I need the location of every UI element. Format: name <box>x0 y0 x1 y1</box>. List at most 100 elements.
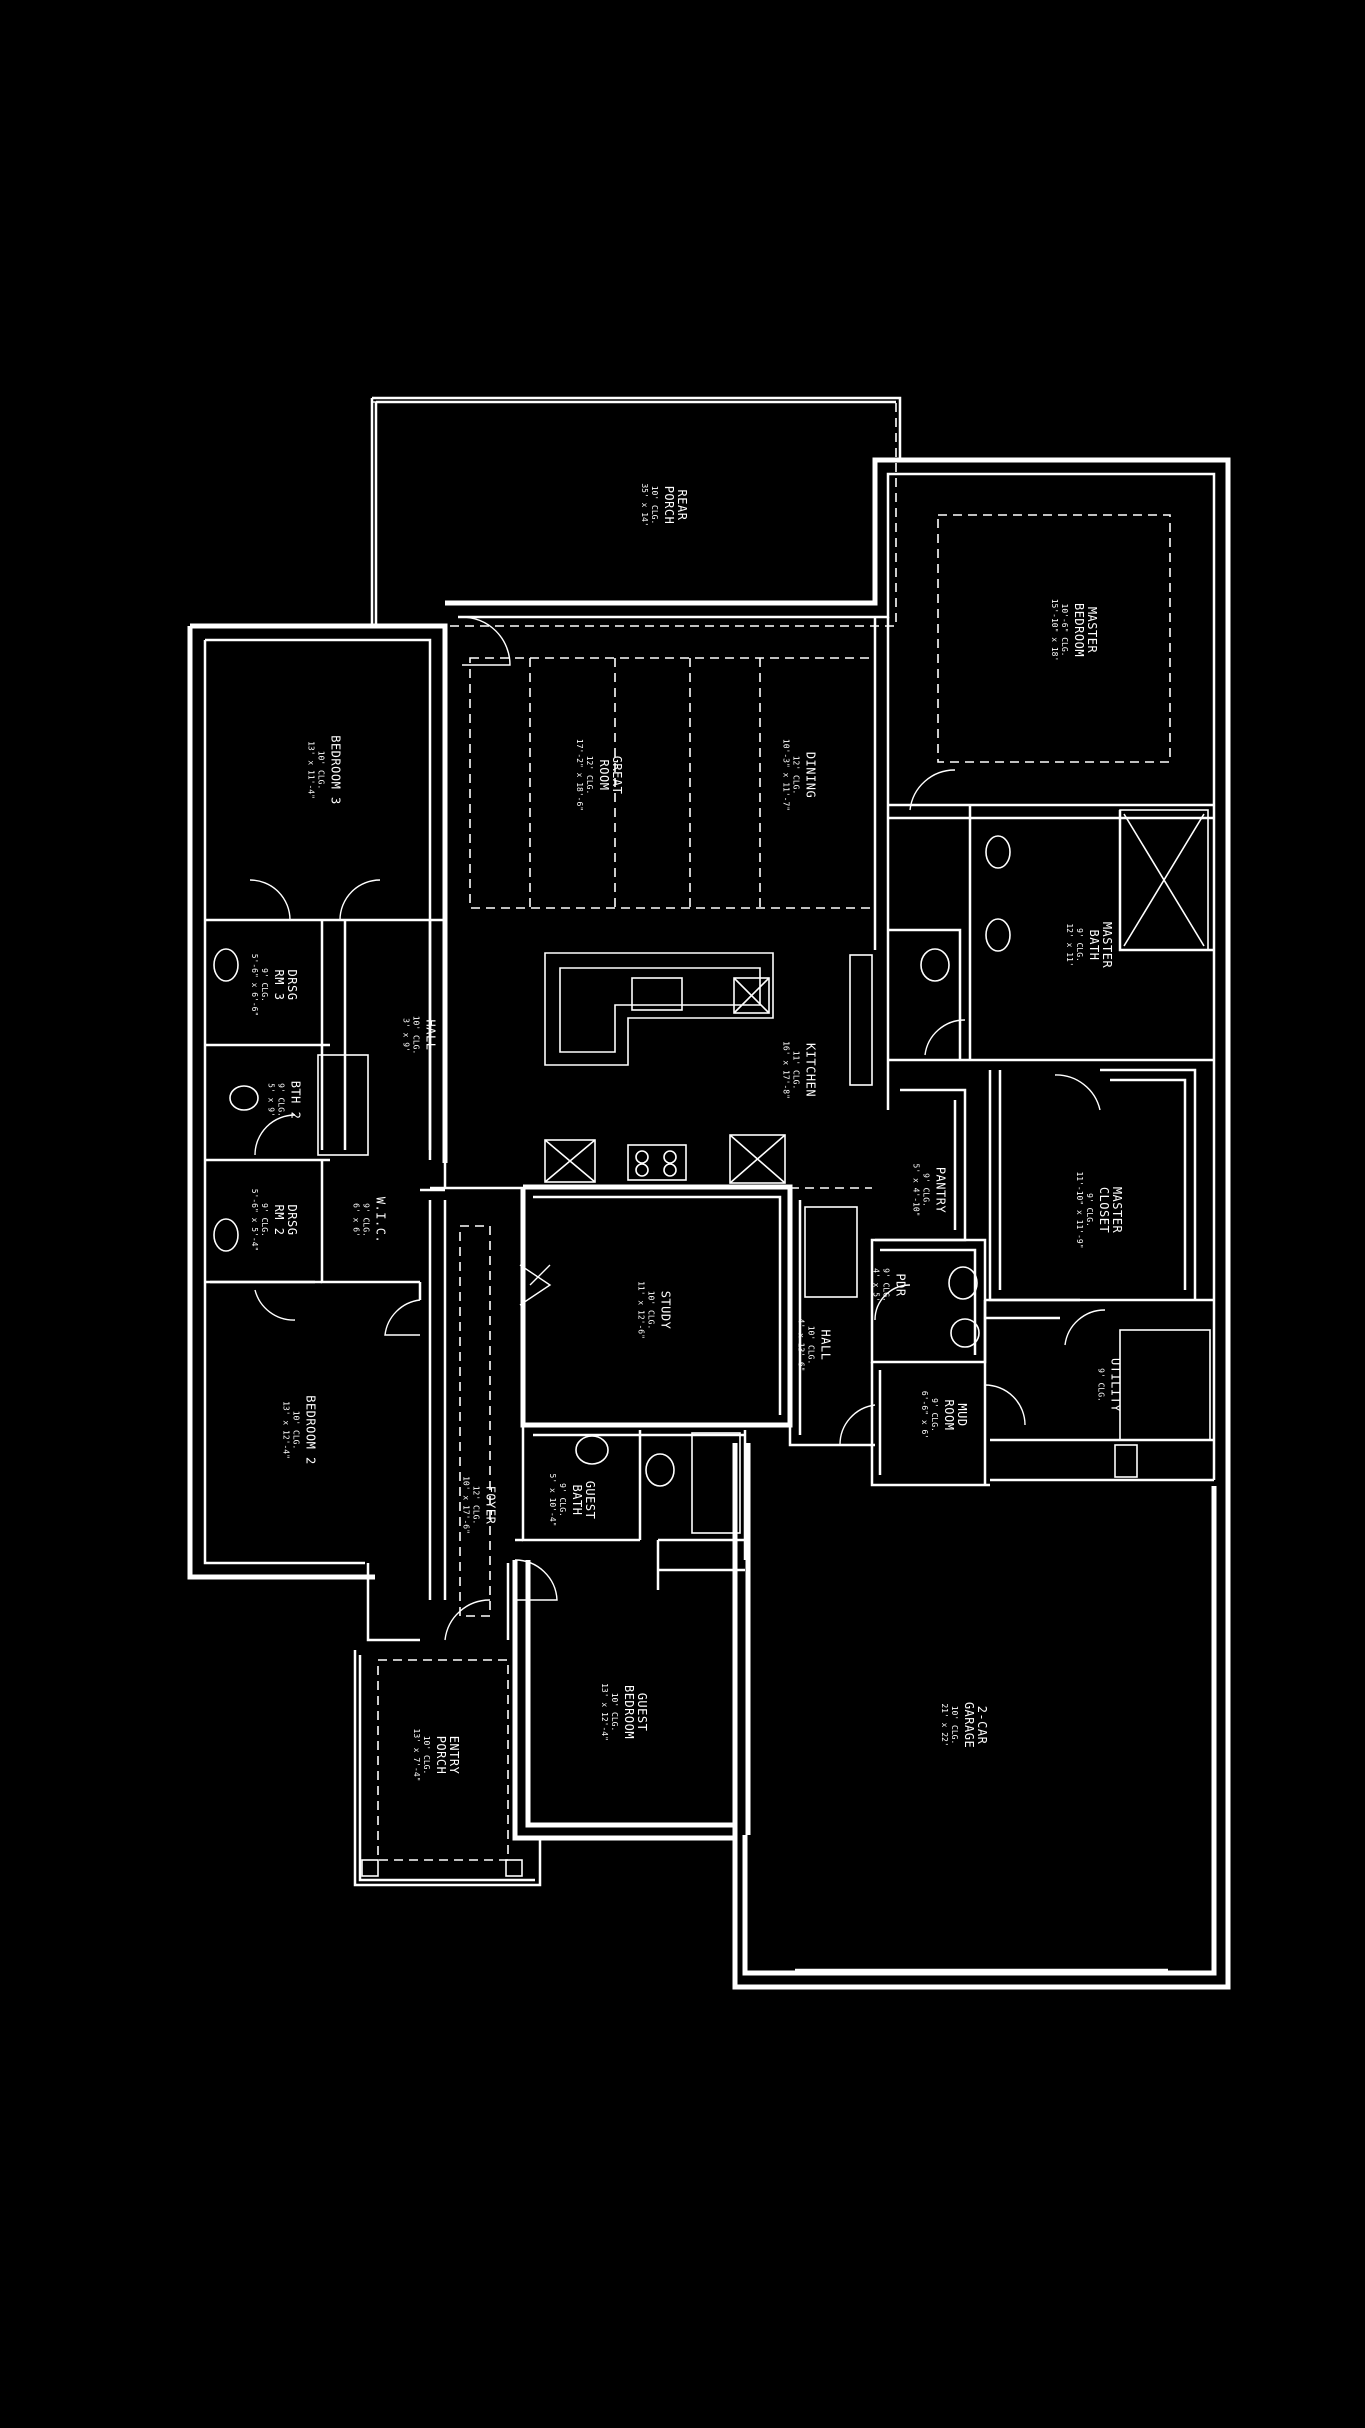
master-bath-walls <box>888 805 1214 1062</box>
room-dimension: 11' CLG. <box>792 1051 801 1090</box>
room-dimension: 9' CLG. <box>1075 928 1084 962</box>
door-study <box>519 1264 552 1306</box>
room-dimension: 5' x 4'-10" <box>912 1164 921 1217</box>
room-dimension: 10' CLG. <box>650 486 659 525</box>
room-dimension: 10' x 17'-6" <box>462 1476 471 1534</box>
master-sink-1 <box>985 835 1011 869</box>
room-dimension: 9' CLG. <box>1097 1368 1106 1402</box>
doors <box>249 616 1106 1641</box>
fridge <box>544 1139 596 1183</box>
room-dimension: 12' CLG. <box>792 756 801 795</box>
room-name: GUEST <box>635 1693 649 1732</box>
mud-room-walls <box>870 1362 990 1487</box>
room-dimension: 9' CLG. <box>260 968 269 1002</box>
room-dimension: 11' x 12'-6" <box>637 1281 646 1339</box>
room-dimension: 9' CLG. <box>362 1203 371 1237</box>
wall-garage <box>732 1486 1231 1990</box>
room-name: STUDY <box>659 1291 673 1330</box>
room-name: PANTRY <box>934 1167 948 1214</box>
door-bedroom2 <box>384 1299 421 1336</box>
room-name: GUEST <box>583 1481 597 1520</box>
room-dimension: 10'-3" x 11'-7" <box>782 739 791 811</box>
room-name: MUD <box>955 1403 969 1426</box>
room-name: ENTRY <box>447 1736 461 1775</box>
room-dimension: 9' CLG. <box>882 1268 891 1302</box>
room-dimension: 10' CLG. <box>412 1016 421 1055</box>
room-dimension: 9' CLG. <box>930 1398 939 1432</box>
room-dimension: 16' x 17'-8" <box>782 1041 791 1099</box>
rear-porch-dash <box>371 401 897 627</box>
master-closet-walls <box>988 1068 1197 1302</box>
room-dimension: 13' x 7'-4" <box>412 1729 421 1782</box>
burner-4 <box>663 1163 677 1177</box>
hall-partition <box>343 920 432 1150</box>
burner-1 <box>635 1150 649 1164</box>
room-dimension: 4' x 13'-6" <box>797 1319 806 1372</box>
study-inner <box>533 1195 782 1415</box>
door-entry <box>444 1599 491 1641</box>
kitchen-sink <box>631 977 683 1011</box>
room-name: HALL <box>819 1330 833 1361</box>
room-dimension: 13' x 12'-4" <box>282 1401 291 1459</box>
great-room-ceiling <box>469 657 876 909</box>
room-label-wic: W.I.C.9' CLG.6' x 6' <box>352 1197 388 1243</box>
room-name: GARAGE <box>962 1702 976 1748</box>
room-name: RM 2 <box>272 1205 286 1236</box>
room-dimension: 5' x 9' <box>267 1083 276 1117</box>
oven-x <box>729 1134 786 1184</box>
utility-walls <box>983 1298 1214 1485</box>
room-name: UTILITY <box>1109 1358 1123 1412</box>
sink-drsg2-1 <box>213 1218 239 1252</box>
wall-left-wing <box>187 623 448 1580</box>
room-name: MASTER <box>1100 922 1114 969</box>
room-dimension: 10'-6" CLG. <box>1060 604 1069 657</box>
room-dimension: 9' CLG. <box>558 1483 567 1517</box>
master-sink-2 <box>985 918 1011 952</box>
room-name: BEDROOM 3 <box>329 735 343 805</box>
porch-column-left <box>361 1859 379 1877</box>
room-name: GREAT <box>610 756 624 795</box>
foyer-walls <box>428 1186 523 1600</box>
rear-porch-outline <box>370 396 902 626</box>
entry-porch-dash <box>377 1659 509 1861</box>
door-hall2 <box>839 1404 876 1446</box>
kitchen-divider <box>443 950 890 1188</box>
door-mud <box>984 1384 1026 1426</box>
room-name: FOYER <box>484 1486 498 1525</box>
door-master-bath-wc <box>924 1019 966 1056</box>
room-name: 2-CAR <box>975 1706 989 1745</box>
door-rear <box>461 616 511 666</box>
room-dimension: 5' x 10'-4" <box>548 1474 557 1527</box>
hall2-walls <box>788 1190 875 1447</box>
room-dimension: 10' CLG. <box>422 1736 431 1775</box>
interior-walls <box>205 617 1214 1600</box>
room-dimension: 12' x 11' <box>1065 923 1074 966</box>
room-name: BEDROOM <box>622 1685 636 1739</box>
room-name: CLOSET <box>1097 1187 1111 1233</box>
door-guest-bed <box>514 1559 558 1601</box>
room-name: DRSG <box>285 1205 299 1236</box>
powder-toilet <box>948 1266 978 1300</box>
room-dimension: 3' x 9' <box>402 1018 411 1052</box>
room-name: PORCH <box>434 1736 448 1775</box>
bedroom3-partitions <box>205 918 445 1284</box>
room-label-bath-2: BTH 29' CLG.5' x 9' <box>267 1081 303 1120</box>
room-dimension: 17'-2" x 18'-6" <box>575 739 584 811</box>
room-dimension: 12' CLG. <box>585 756 594 795</box>
wall-great-room-top <box>445 457 1231 1486</box>
